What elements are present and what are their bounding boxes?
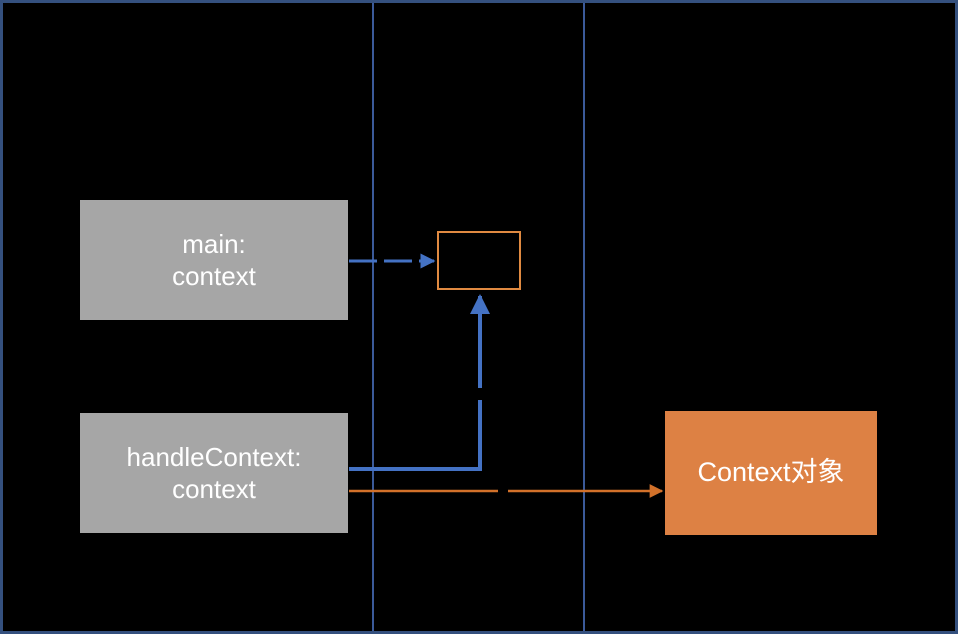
node-handle-context-line1: handleContext: xyxy=(126,441,302,472)
node-main-context-label: main:context xyxy=(172,228,256,293)
node-handle-context-line2: context xyxy=(172,474,256,504)
node-handle-context-label: handleContext:context xyxy=(127,441,302,506)
node-main-context[interactable]: main:context xyxy=(80,200,348,320)
lifeline-left xyxy=(372,0,374,634)
node-context-object[interactable]: Context对象 xyxy=(665,411,877,535)
node-context-object-label: Context对象 xyxy=(697,457,845,488)
node-handle-context[interactable]: handleContext:context xyxy=(80,413,348,533)
lifeline-right xyxy=(583,0,585,634)
edge-handle-to-activation xyxy=(349,294,490,471)
node-main-context-line2: context xyxy=(172,261,256,291)
node-main-context-line1: main: xyxy=(182,228,246,259)
node-activation-box[interactable] xyxy=(437,231,521,290)
